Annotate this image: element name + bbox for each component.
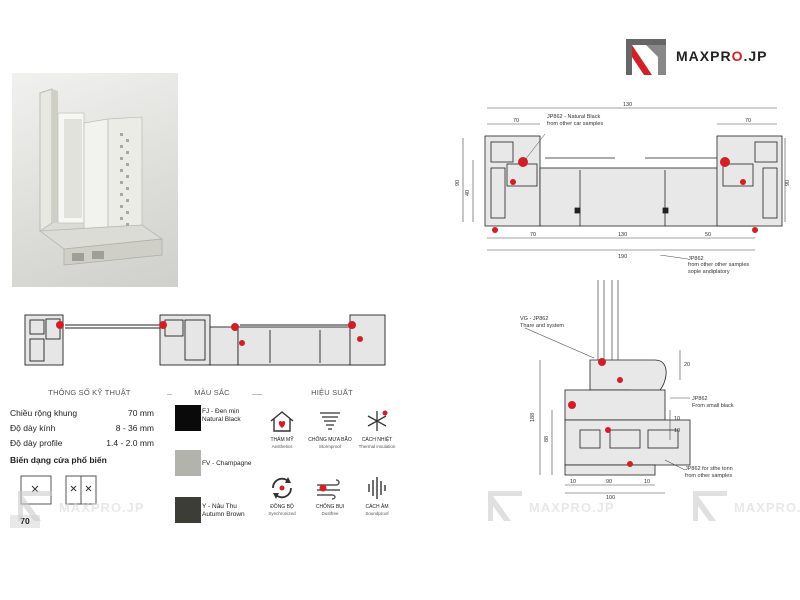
spec-value-profile-thickness: 1.4 - 2.0 mm xyxy=(106,438,154,448)
dim-top-total: 130 xyxy=(623,102,632,108)
annot-bottom-3-sub: from other samples xyxy=(685,473,732,479)
annot-top-2-sub-wrap: from other other samples sople andiplato… xyxy=(688,262,750,275)
perf-sub-soundproof: Soundproof xyxy=(365,511,389,516)
color-name-black: Natural Black xyxy=(202,416,241,423)
annot-top-2-sub: from other other samples sople andiplato… xyxy=(688,262,750,275)
swatch-natural-black xyxy=(175,405,201,431)
annot-top-2-title: JP862 xyxy=(688,256,704,262)
watermark-logo-icon xyxy=(18,491,52,521)
dim-top-right: 70 xyxy=(745,118,751,124)
dim-h-90: 90 xyxy=(606,479,612,485)
perf-label-stormproof: CHỐNG MƯA BÃO xyxy=(308,437,352,443)
swatch-champagne xyxy=(175,450,201,476)
color-code-brown: Y - Nâu Thu xyxy=(202,503,237,510)
dim-right-90: 90 xyxy=(785,180,791,186)
dim-v-10b: 10 xyxy=(674,428,680,434)
perf-label-dustfree: CHỐNG BỤI xyxy=(315,504,345,510)
color-name-brown: Autumn Brown xyxy=(202,511,245,518)
door-variant-single-icon xyxy=(20,475,52,505)
swatch-autumn-brown xyxy=(175,497,201,523)
top-section-drawing: 130 70 70 90 40 90 40 70 130 50 190 xyxy=(455,102,791,260)
perf-sub-stormproof: Stormproof xyxy=(318,444,342,449)
watermark-text-3: MAXPRO.JP xyxy=(734,500,800,515)
dim-left-90: 90 xyxy=(455,180,461,186)
specs-header: THÔNG SỐ KỸ THUẬT xyxy=(12,388,167,397)
storm-icon xyxy=(320,412,340,430)
perf-label-aesthetics: THẨM MỸ xyxy=(270,437,294,443)
product-photo xyxy=(12,73,178,287)
color-code-black: FJ - Đen mịn xyxy=(202,408,240,415)
annot-bottom-1-title: VG - JP862 xyxy=(520,316,548,322)
dim-bottom-70: 70 xyxy=(530,232,536,238)
house-heart-icon xyxy=(270,411,294,432)
watermark-logo-icon xyxy=(488,491,522,521)
soundwave-icon xyxy=(368,477,386,499)
frame-render-image xyxy=(38,88,164,266)
watermark-2: MAXPRO.JP xyxy=(485,488,614,529)
dim-v-88: 88 xyxy=(544,436,550,442)
spec-label-profile-thickness: Độ dày profile xyxy=(10,438,63,448)
snowflake-thermal-icon xyxy=(367,410,388,431)
perf-label-synchronized: ĐỒNG BỘ xyxy=(270,504,294,510)
dim-v-188: 188 xyxy=(530,413,536,422)
dim-total-190: 190 xyxy=(618,254,627,260)
color-code-champagne: FV - Champagne xyxy=(202,460,252,467)
dim-h-10a: 10 xyxy=(570,479,576,485)
dim-bottom-130: 130 xyxy=(618,232,627,238)
perf-label-thermal: CÁCH NHIỆT xyxy=(361,437,393,443)
spec-label-glass-thickness: Độ dày kính xyxy=(10,423,56,433)
perf-sub-thermal: Thermal insulation xyxy=(358,444,396,449)
dim-bottom-50: 50 xyxy=(705,232,711,238)
spec-value-glass-thickness: 8 - 36 mm xyxy=(115,423,154,433)
annot-bottom-3-title: JP862 for sthe tonn xyxy=(685,466,733,472)
spec-label-frame-width: Chiều rộng khung xyxy=(10,408,78,418)
watermark-3: MAXPRO.JP xyxy=(690,488,800,529)
watermark-text-1: MAXPRO.JP xyxy=(59,500,145,515)
sync-icon xyxy=(272,477,292,499)
dim-v-20: 20 xyxy=(684,362,690,368)
dim-h-10b: 10 xyxy=(644,479,650,485)
logo-mark-icon xyxy=(626,39,666,75)
dim-v-10a: 10 xyxy=(674,416,680,422)
colors-header: MÀU SẮC xyxy=(172,388,252,397)
perf-sub-dustfree: Dustfree xyxy=(321,511,339,516)
performance-header: HIỆU SUẤT xyxy=(262,388,402,397)
brand-name: MAXPRO.JP xyxy=(676,48,768,64)
annot-top-1-sub: from other car samples xyxy=(547,121,603,127)
watermark-text-2: MAXPRO.JP xyxy=(529,500,615,515)
watermark-logo-icon xyxy=(693,491,727,521)
spec-value-frame-width: 70 mm xyxy=(128,408,154,418)
brand-logo: MAXPRO.JP xyxy=(622,35,792,80)
top-annotation-2: JP862 from other other samples sople and… xyxy=(660,255,750,275)
annot-bottom-2-title: JP862 xyxy=(692,396,708,402)
perf-label-soundproof: CÁCH ÂM xyxy=(365,504,389,510)
dim-left-40: 40 xyxy=(465,190,471,196)
dim-h-100: 100 xyxy=(606,495,615,500)
door-variant-double-icon xyxy=(65,475,97,505)
annot-bottom-1-sub: Thare and system xyxy=(520,323,564,329)
perf-sub-synchronized: Synchronized xyxy=(268,511,296,516)
vertical-section-drawing: 20 10 10 188 88 10 90 10 100 VG - JP862 … xyxy=(520,280,734,500)
annot-bottom-2-sub: From small black xyxy=(692,403,734,409)
perf-sub-aesthetics: Aesthetics xyxy=(271,444,293,449)
annot-top-1-title: JP862 - Natural Black xyxy=(547,114,600,120)
horizontal-section-drawing xyxy=(24,314,386,366)
dust-icon xyxy=(317,479,340,500)
watermark-1: MAXPRO.JP xyxy=(15,488,144,529)
dim-top-left: 70 xyxy=(513,118,519,124)
door-variants-label: Biến dạng cửa phổ biến xyxy=(10,455,107,465)
